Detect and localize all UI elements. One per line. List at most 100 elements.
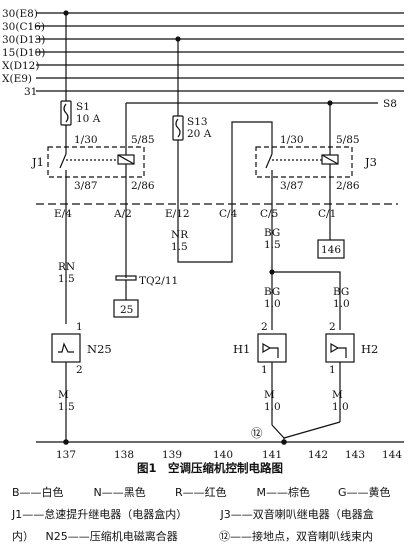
legend-j3: J3——双音喇叭继电器（电器盒 [220,508,374,521]
fuse-s1-name: S1 [76,101,90,113]
legend-color-g: G——黄色 [338,486,391,499]
h1-pin-top: 2 [261,321,268,333]
legend-ground: ⑫——接地点，双音喇叭线束内 [219,530,373,543]
legend-j3-cont: 内） [12,530,34,543]
ground-num-143: 143 [345,449,365,461]
relay-j3: J3 1/30 5/85 3/87 2/86 [255,134,377,192]
n25-name: N25 [87,342,112,356]
connector-c5: C/5 [260,208,278,220]
ground-num-137: 137 [56,449,76,461]
ground-num-144: 144 [382,449,402,461]
component-h2: 2 1 H2 M 1.0 [325,321,378,422]
bus-label-1: 30(E8) [2,8,38,20]
j3-pin-5-85: 5/85 [336,134,360,146]
bg-h1-color: BG [264,286,280,298]
h2-horn-symbol [330,342,347,358]
relay-j1-name: J1 [31,155,44,169]
bg-main-size: 1.5 [264,239,281,251]
j1-pin-3-87: 3/87 [74,180,98,192]
h2-to-ground-wire [283,421,341,439]
bg-h2-color: BG [333,286,349,298]
h1-horn-symbol [262,342,279,358]
relay-j1-box [47,146,145,178]
nr-wire-size: 1.5 [171,241,188,253]
h1-name: H1 [233,342,250,356]
legend-color-r: R——红色 [175,486,227,499]
h2-pin-bottom: 1 [329,364,336,376]
relay-j3-name: J3 [364,155,377,169]
j1-pin-1-30: 1/30 [74,134,98,146]
fuse-s1: S1 10 A [60,100,101,126]
rn-wire-color: RN [58,261,75,273]
j3-switch-blade [265,153,273,169]
s8-label: S8 [383,98,397,110]
bg-h1-size: 1.0 [264,298,281,310]
n25-pin-bottom: 2 [76,364,83,376]
figure-caption: 图1 空调压缩机控制电路图 [136,461,283,475]
connector-a2: A/2 [113,208,132,220]
ground-num-140: 140 [213,449,233,461]
circuit-diagram: 30(E8) 30(C16) 30(D13) 15(D10) X(D12) X(… [2,8,404,461]
bg-h2-branch [272,271,341,330]
legend-row-3: 内） N25——压缩机电磁离合器 ⑫——接地点，双音喇叭线束内 [12,526,412,548]
m-h2-size: 1.0 [332,401,349,413]
bus-label-3: 30(D13) [2,34,45,46]
tq-label: TQ2/11 [139,275,178,287]
h1-pin-bottom: 1 [261,364,268,376]
h1-to-ground-wire [271,424,285,439]
m-n25-color: M [58,389,69,401]
n25-clutch-symbol [58,342,74,353]
legend-color-m: M——棕色 [256,486,311,499]
connector-e12: E/12 [165,208,190,220]
nr-loop-wire [177,204,233,263]
legend-row-2: J1——怠速提升继电器（电器盒内） J3——双音喇叭继电器（电器盒 [12,504,412,526]
fuse-s13-rating: 20 A [187,128,212,140]
legend-n25: N25——压缩机电磁离合器 [45,530,178,543]
component-h1: 2 1 H1 M 1.0 [233,321,287,425]
bg-main-color: BG [264,227,280,239]
connector-c1: C/1 [318,208,336,220]
j3-coil-slash [321,154,339,165]
box-25-label: 25 [120,304,133,316]
fuse-s1-rating: 10 A [76,113,101,125]
j3-pin-2-86: 2/86 [336,180,360,192]
fuse-s13-element [175,118,181,138]
s8-junction [327,100,333,106]
legend-color-b: B——白色 [12,486,64,499]
s1-bus-junction [63,10,69,16]
c4-to-j3-feed [231,121,273,204]
fuse-s1-element [63,103,69,123]
j1-pin-5-85: 5/85 [131,134,155,146]
bus-label-4: 15(D10) [2,47,45,59]
j1-switch-blade [59,153,67,169]
bus-label-6: X(E9) [2,73,32,85]
n25-ground-junction [63,439,69,445]
j1-pin-2-86: 2/86 [131,180,155,192]
h2-pin-top: 2 [329,321,336,333]
ground-num-142: 142 [308,449,328,461]
component-n25: 1 2 N25 M 1.5 [51,321,112,440]
relay-j1: J1 1/30 5/85 3/87 2/86 [31,134,155,192]
m-h1-size: 1.0 [264,401,281,413]
nr-wire-color: NR [171,229,189,241]
m-h1-color: M [264,389,275,401]
fuse-s13-name: S13 [187,116,208,128]
ground-num-141: 141 [262,449,282,461]
bus-label-2: 30(C16) [2,21,45,33]
n25-pin-top: 1 [76,321,83,333]
horn-ground-junction [281,439,287,445]
connector-c4: C/4 [219,208,238,220]
box-25 [113,299,139,318]
s13-bus-junction [175,36,181,42]
rn-wire-size: 1.5 [58,273,75,285]
legend-j1: J1——怠速提升继电器（电器盒内） [12,508,188,521]
legend: B——白色 N——黑色 R——红色 M——棕色 G——黄色 J1——怠速提升继电… [12,482,412,548]
j3-pin-3-87: 3/87 [280,180,304,192]
ground-point-label: ⑫ [251,426,263,440]
bus-label-5: X(D12) [2,60,39,72]
ground-num-138: 138 [114,449,134,461]
legend-colors-row: B——白色 N——黑色 R——红色 M——棕色 G——黄色 [12,482,412,504]
power-buses: 30(E8) 30(C16) 30(D13) 15(D10) X(D12) X(… [2,8,404,98]
ground-num-139: 139 [162,449,182,461]
relay-j3-box [255,146,353,178]
